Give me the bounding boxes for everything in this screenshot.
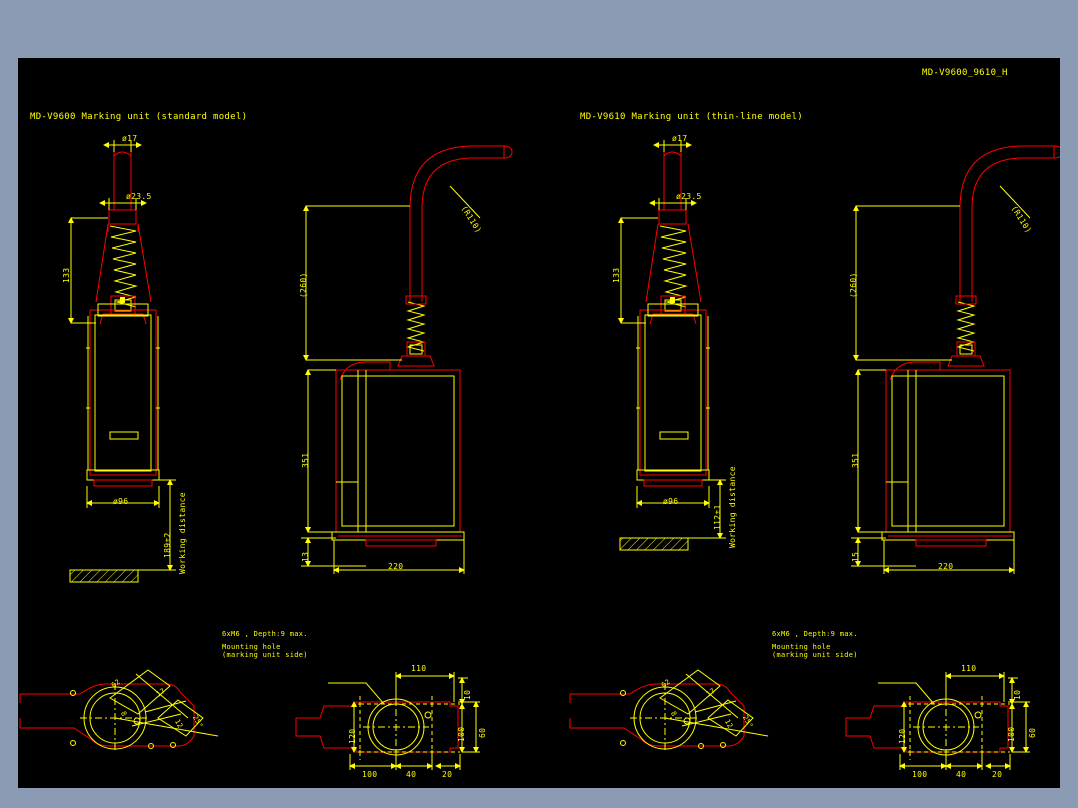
left-dim-lens-diameter: ø96 bbox=[113, 497, 129, 506]
left-plan-dim-10: 10 bbox=[463, 689, 472, 700]
right-dim-body-width: 220 bbox=[938, 562, 954, 571]
left-dim-collar-diameter: ø23.5 bbox=[126, 192, 152, 201]
left-dim-head-diameter: ø17 bbox=[122, 134, 138, 143]
left-plan-dims bbox=[349, 672, 480, 770]
right-plan-dim-60: 60 bbox=[1028, 727, 1037, 738]
left-front-view bbox=[86, 151, 160, 487]
left-mounting-hole-note: Mounting hole (marking unit side) bbox=[222, 643, 308, 659]
right-plan-view bbox=[845, 682, 1010, 760]
left-plan-dim-60: 60 bbox=[478, 727, 487, 738]
left-front-dims bbox=[68, 140, 176, 583]
right-plan-dims bbox=[899, 672, 1030, 770]
right-mounting-hole-note: Mounting hole (marking unit side) bbox=[772, 643, 858, 659]
right-dim-flex-length: 133 bbox=[612, 267, 621, 283]
right-dim-base-height: 15 bbox=[851, 551, 860, 562]
right-plan-dim-100v: 100 bbox=[1007, 726, 1016, 742]
section-heading-left: MD-V9600 Marking unit (standard model) bbox=[30, 112, 248, 122]
drawing-title: MD-V9600_9610_H bbox=[922, 68, 1008, 78]
left-dim-body-height: 351 bbox=[301, 452, 310, 468]
right-thread-note: 6xM6 , Depth:9 max. bbox=[772, 630, 858, 638]
left-plan-dim-120: 120 bbox=[348, 728, 357, 744]
right-dim-overall-height: (260) bbox=[849, 272, 858, 298]
right-plan-dim-100h: 100 bbox=[912, 770, 928, 779]
left-label-working-distance: Working distance bbox=[178, 492, 187, 574]
right-dim-lens-diameter: ø96 bbox=[663, 497, 679, 506]
right-plan-dim-40: 40 bbox=[956, 770, 967, 779]
left-dim-flex-length: 133 bbox=[62, 267, 71, 283]
right-dim-head-diameter: ø17 bbox=[672, 134, 688, 143]
right-plan-dim-10: 10 bbox=[1013, 689, 1022, 700]
left-dim-body-width: 220 bbox=[388, 562, 404, 571]
left-plan-view bbox=[295, 682, 460, 760]
right-dim-working-distance-value: 112±1 bbox=[713, 504, 722, 530]
right-plan-dim-120: 120 bbox=[898, 728, 907, 744]
left-plan-dim-100v: 100 bbox=[457, 726, 466, 742]
right-plan-dim-20: 20 bbox=[992, 770, 1003, 779]
right-plan-dim-110: 110 bbox=[961, 664, 977, 673]
left-plan-dim-100h: 100 bbox=[362, 770, 378, 779]
section-heading-right: MD-V9610 Marking unit (thin-line model) bbox=[580, 112, 804, 122]
left-plan-dim-110: 110 bbox=[411, 664, 427, 673]
right-side-dims bbox=[851, 185, 1031, 574]
cad-canvas[interactable]: MD-V9600_9610_H MD-V9600 Marking unit (s… bbox=[18, 58, 1060, 788]
left-side-view bbox=[331, 145, 513, 547]
geometry-layer bbox=[19, 140, 1060, 770]
right-dim-body-height: 351 bbox=[851, 452, 860, 468]
right-label-working-distance: Working distance bbox=[728, 466, 737, 548]
right-front-view bbox=[636, 151, 710, 487]
right-half-geometry bbox=[569, 140, 1060, 770]
left-dim-base-height: 13 bbox=[301, 551, 310, 562]
left-thread-note: 6xM6 , Depth:9 max. bbox=[222, 630, 308, 638]
right-side-view bbox=[881, 145, 1060, 547]
left-dim-overall-height: (260) bbox=[299, 272, 308, 298]
left-dim-working-distance-value: 189±2 bbox=[163, 532, 172, 558]
left-plan-dim-20: 20 bbox=[442, 770, 453, 779]
right-dim-collar-diameter: ø23.5 bbox=[676, 192, 702, 201]
left-side-dims bbox=[301, 185, 481, 574]
left-plan-dim-40: 40 bbox=[406, 770, 417, 779]
right-front-dims bbox=[618, 140, 726, 551]
right-iso-detail bbox=[569, 669, 769, 753]
left-iso-detail bbox=[19, 669, 219, 753]
